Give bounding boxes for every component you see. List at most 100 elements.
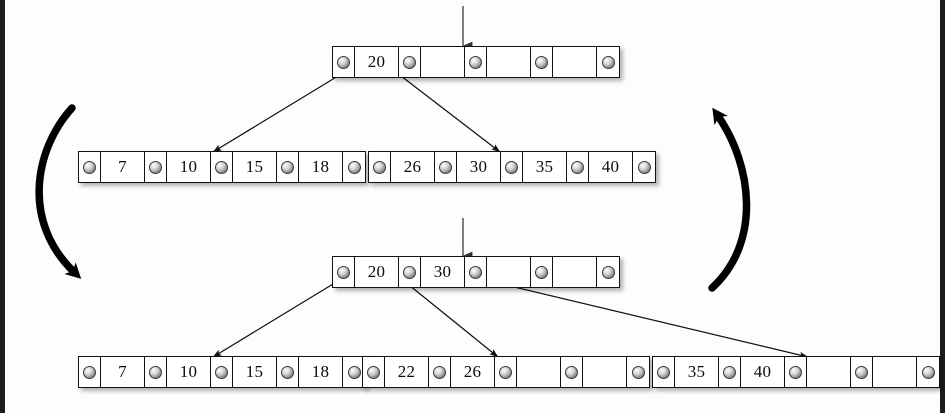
pointer-cell[interactable] [399, 257, 421, 287]
pointer-cell[interactable] [465, 257, 487, 287]
pointer-cell[interactable] [145, 357, 167, 387]
key-cell[interactable]: 10 [167, 357, 211, 387]
pointer-cell[interactable] [333, 257, 355, 287]
pointer-cell[interactable] [363, 357, 385, 387]
pointer-cell[interactable] [567, 152, 589, 182]
pointer-ball-icon [403, 265, 416, 279]
link-before-root-to-right [400, 75, 501, 153]
key-cell[interactable]: 40 [741, 357, 785, 387]
key-cell-empty[interactable] [553, 47, 597, 77]
pointer-ball-icon [505, 160, 518, 174]
pointer-ball-icon [637, 160, 651, 174]
pointer-ball-icon [601, 55, 615, 69]
key-cell[interactable]: 7 [101, 357, 145, 387]
pointer-cell[interactable] [399, 47, 421, 77]
key-cell-empty[interactable] [553, 257, 597, 287]
pointer-cell[interactable] [633, 152, 655, 182]
key-cell-empty[interactable] [487, 257, 531, 287]
pointer-cell[interactable] [333, 47, 355, 77]
pointer-ball-icon [921, 365, 935, 379]
link-before-root-to-left [212, 75, 339, 153]
pointer-ball-icon [149, 160, 162, 174]
pointer-ball-icon [373, 160, 386, 174]
pointer-cell[interactable] [495, 357, 517, 387]
pointer-ball-icon [855, 365, 868, 379]
key-cell[interactable]: 26 [451, 357, 495, 387]
pointer-ball-icon [337, 55, 350, 69]
pointer-ball-icon [281, 365, 294, 379]
pointer-ball-icon [83, 160, 96, 174]
key-cell[interactable]: 30 [457, 152, 501, 182]
pointer-cell[interactable] [343, 357, 365, 387]
pointer-cell[interactable] [785, 357, 807, 387]
key-cell[interactable]: 18 [299, 357, 343, 387]
leaf-after-right[interactable]: 35 40 [652, 356, 940, 388]
leaf-before-left[interactable]: 7 10 15 18 [78, 151, 366, 183]
pointer-ball-icon [215, 365, 228, 379]
key-cell-empty[interactable] [421, 47, 465, 77]
key-cell[interactable]: 35 [523, 152, 567, 182]
pointer-ball-icon [433, 365, 446, 379]
pointer-cell[interactable] [501, 152, 523, 182]
pointer-cell[interactable] [429, 357, 451, 387]
pointer-ball-icon [469, 55, 482, 69]
key-cell-empty[interactable] [807, 357, 851, 387]
key-cell-empty[interactable] [487, 47, 531, 77]
key-cell[interactable]: 40 [589, 152, 633, 182]
left-edge-strip [0, 0, 5, 413]
key-cell[interactable]: 30 [421, 257, 465, 287]
pointer-cell[interactable] [211, 152, 233, 182]
pointer-cell[interactable] [627, 357, 649, 387]
pointer-ball-icon [601, 265, 615, 279]
root-after[interactable]: 20 30 [332, 256, 620, 288]
pointer-ball-icon [83, 365, 96, 379]
pointer-cell[interactable] [561, 357, 583, 387]
pointer-cell[interactable] [531, 257, 553, 287]
pointer-cell[interactable] [277, 357, 299, 387]
pointer-cell[interactable] [369, 152, 391, 182]
key-cell[interactable]: 10 [167, 152, 211, 182]
link-after-root-to-middle [403, 280, 499, 358]
key-cell[interactable]: 15 [233, 357, 277, 387]
pointer-cell[interactable] [79, 357, 101, 387]
key-cell[interactable]: 20 [355, 257, 399, 287]
pointer-ball-icon [535, 265, 548, 279]
pointer-ball-icon [723, 365, 736, 379]
leaf-after-left[interactable]: 7 10 15 18 [78, 356, 366, 388]
pointer-cell[interactable] [343, 152, 365, 182]
pointer-cell[interactable] [211, 357, 233, 387]
key-cell-empty[interactable] [517, 357, 561, 387]
pointer-ball-icon [499, 365, 512, 379]
pointer-cell[interactable] [145, 152, 167, 182]
pointer-cell[interactable] [531, 47, 553, 77]
pointer-ball-icon [347, 365, 361, 379]
link-after-root-to-right [467, 275, 809, 359]
key-cell[interactable]: 20 [355, 47, 399, 77]
pointer-ball-icon [535, 55, 548, 69]
pointer-cell[interactable] [653, 357, 675, 387]
pointer-cell[interactable] [917, 357, 939, 387]
key-cell[interactable]: 22 [385, 357, 429, 387]
pointer-cell[interactable] [597, 47, 619, 77]
pointer-cell[interactable] [719, 357, 741, 387]
root-before[interactable]: 20 [332, 46, 620, 78]
pointer-ball-icon [337, 265, 350, 279]
pointer-cell[interactable] [851, 357, 873, 387]
pointer-cell[interactable] [597, 257, 619, 287]
key-cell[interactable]: 18 [299, 152, 343, 182]
key-cell[interactable]: 7 [101, 152, 145, 182]
pointer-cell[interactable] [465, 47, 487, 77]
pointer-cell[interactable] [435, 152, 457, 182]
key-cell[interactable]: 26 [391, 152, 435, 182]
leaf-before-right[interactable]: 26 30 35 40 [368, 151, 656, 183]
leaf-after-middle[interactable]: 22 26 [362, 356, 650, 388]
pointer-cell[interactable] [79, 152, 101, 182]
key-cell[interactable]: 35 [675, 357, 719, 387]
key-cell-empty[interactable] [873, 357, 917, 387]
pointer-cell[interactable] [277, 152, 299, 182]
key-cell-empty[interactable] [583, 357, 627, 387]
pointer-ball-icon [281, 160, 294, 174]
key-cell[interactable]: 15 [233, 152, 277, 182]
